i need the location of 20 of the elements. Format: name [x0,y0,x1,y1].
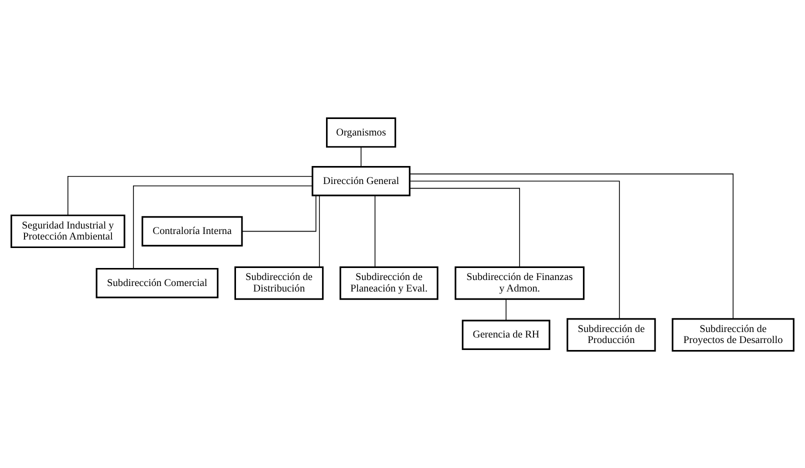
connector [318,194,320,267]
connector [410,180,620,319]
node-box: Subdirección de Distribución [234,266,324,300]
node-box: Subdirección de Planeación y Eval. [340,266,438,300]
connector [374,194,376,267]
node-box: Subdirección de Proyectos de Desarrollo [672,318,794,352]
connector [242,194,316,232]
node-box: Gerencia de RH [462,319,550,350]
connector [360,146,362,166]
connector [68,175,313,216]
node-box: Contraloría Interna [142,216,243,246]
connector [409,173,734,319]
node-box: Organismos [326,116,396,148]
connector [133,185,313,269]
connector [409,187,520,267]
node-box: Dirección General [312,165,410,196]
node-box: Subdirección Comercial [96,267,218,298]
node-box: Seguridad Industrial y Protección Ambiental [10,214,126,248]
node-box: Subdirección de Producción [566,318,656,352]
node-box: Subdirección de Finanzas y Admon. [454,266,585,300]
